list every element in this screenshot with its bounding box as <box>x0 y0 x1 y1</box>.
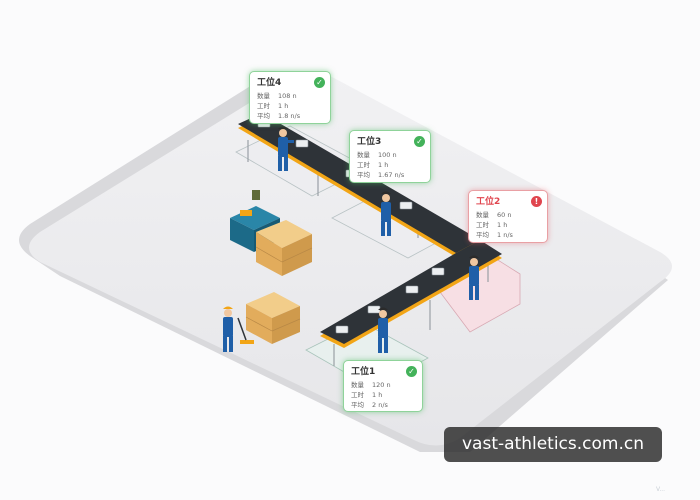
station-title: 工位3 <box>357 137 382 147</box>
station-title: 工位1 <box>351 367 376 377</box>
platform <box>19 73 672 452</box>
worker-station-4 <box>278 126 294 171</box>
alert-icon: ! <box>531 196 542 207</box>
check-icon: ✓ <box>414 136 425 147</box>
station-title: 工位4 <box>257 78 282 88</box>
station-title: 工位2 <box>476 197 501 207</box>
cardboard-box-stack <box>255 220 313 276</box>
pallet-box-stack <box>237 292 301 344</box>
worker-station-2 <box>469 255 479 300</box>
check-icon: ✓ <box>406 366 417 377</box>
conveyor-belt <box>238 113 502 366</box>
watermark-banner: vast-athletics.com.cn <box>444 427 662 462</box>
worker-station-1 <box>378 307 388 353</box>
worker-pallet-jack <box>223 306 233 352</box>
worker-station-3 <box>381 191 391 236</box>
corner-watermark: V... <box>656 486 666 493</box>
check-icon: ✓ <box>314 77 325 88</box>
